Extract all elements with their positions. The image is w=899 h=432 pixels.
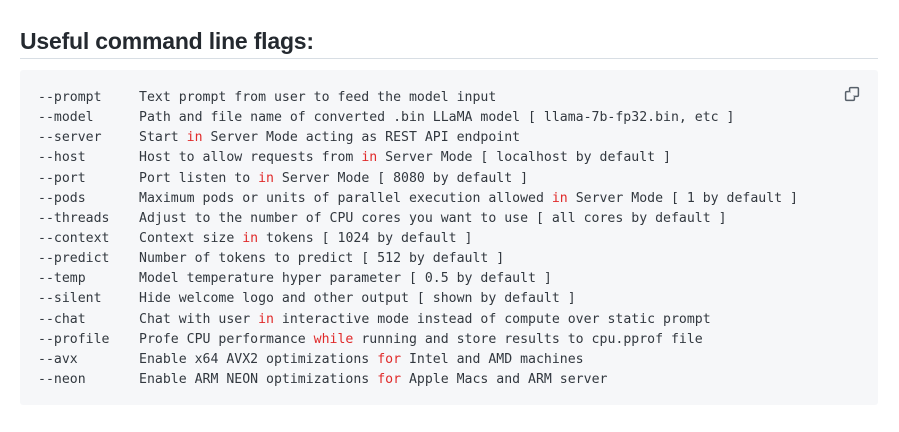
- code-line: --model Path and file name of converted .…: [38, 108, 878, 128]
- code-line: --port Port listen to in Server Mode [ 80…: [38, 169, 878, 189]
- code-line: --silent Hide welcome logo and other outp…: [38, 289, 878, 309]
- page-title: Useful command line flags:: [20, 28, 314, 55]
- flag-name: --host: [38, 150, 86, 166]
- code-block: --prompt Text prompt from user to feed th…: [20, 70, 878, 405]
- code-line: --server Start in Server Mode acting as R…: [38, 128, 878, 148]
- code-line: --threads Adjust to the number of CPU cor…: [38, 209, 878, 229]
- flag-name: --avx: [38, 351, 78, 367]
- keyword-token: for: [377, 351, 402, 367]
- flag-description: Path and file name of converted .bin LLa…: [139, 110, 735, 126]
- flag-description: Profe CPU performance: [139, 331, 314, 347]
- flag-name: --prompt: [38, 90, 102, 105]
- keyword-token: in: [186, 130, 203, 146]
- flag-name: --context: [38, 230, 110, 246]
- flag-name: --temp: [38, 271, 86, 287]
- flag-description: Maximum pods or units of parallel execut…: [139, 190, 552, 206]
- flag-description: Apple Macs and ARM server: [401, 371, 608, 387]
- flag-name: --port: [38, 170, 86, 186]
- keyword-token: in: [361, 150, 378, 166]
- keyword-token: for: [377, 371, 402, 387]
- flag-description: Intel and AMD machines: [401, 351, 584, 367]
- code-line: --context Context size in tokens [ 1024 b…: [38, 229, 878, 249]
- flag-description: Enable x64 AVX2 optimizations: [139, 351, 378, 367]
- flag-name: --silent: [38, 291, 102, 307]
- flag-name: --server: [38, 130, 102, 146]
- code-lines: --prompt Text prompt from user to feed th…: [38, 88, 878, 390]
- flag-name: --threads: [38, 210, 110, 226]
- flag-name: --pods: [38, 190, 86, 206]
- keyword-token: in: [551, 190, 568, 206]
- title-divider: [20, 58, 878, 59]
- flag-description: tokens [ 1024 by default ]: [258, 230, 473, 246]
- keyword-token: while: [313, 331, 354, 347]
- flag-description: Port listen to: [139, 170, 259, 186]
- flag-description: interactive mode instead of compute over…: [273, 311, 711, 327]
- flag-description: Context size: [139, 230, 243, 246]
- flag-description: Server Mode [ localhost by default ]: [377, 150, 671, 166]
- flag-name: --chat: [38, 311, 86, 327]
- flag-description: Chat with user: [139, 311, 259, 327]
- flag-description: Hide welcome logo and other output [ sho…: [139, 291, 576, 307]
- code-line: --temp Model temperature hyper parameter …: [38, 269, 878, 289]
- flag-description: Number of tokens to predict [ 512 by def…: [139, 251, 505, 267]
- flag-description: Server Mode [ 1 by default ]: [567, 190, 798, 206]
- flag-description: Model temperature hyper parameter [ 0.5 …: [139, 271, 552, 287]
- code-line: --predict Number of tokens to predict [ 5…: [38, 249, 878, 269]
- flag-description: Enable ARM NEON optimizations: [139, 371, 378, 387]
- copy-icon-glyph: [844, 86, 860, 102]
- flag-description: Server Mode [ 8080 by default ]: [273, 170, 529, 186]
- code-line: --chat Chat with user in interactive mode…: [38, 310, 878, 330]
- flag-description: Text prompt from user to feed the model …: [139, 90, 497, 105]
- flag-name: --predict: [38, 251, 110, 267]
- flag-description: running and store results to cpu.pprof f…: [353, 331, 703, 347]
- code-line: --profile Profe CPU performance while run…: [38, 330, 878, 350]
- copy-icon[interactable]: [840, 82, 864, 106]
- flag-name: --model: [38, 110, 94, 126]
- flag-description: Adjust to the number of CPU cores you wa…: [139, 210, 727, 226]
- keyword-token: in: [242, 230, 259, 246]
- code-content: --prompt Text prompt from user to feed th…: [20, 70, 878, 390]
- flag-name: --profile: [38, 331, 110, 347]
- keyword-token: in: [258, 170, 274, 186]
- code-line: --prompt Text prompt from user to feed th…: [38, 88, 878, 108]
- flag-name: --neon: [38, 371, 86, 387]
- code-line: --avx Enable x64 AVX2 optimizations for I…: [38, 350, 878, 370]
- keyword-token: in: [258, 311, 274, 327]
- flag-description: Host to allow requests from: [139, 150, 362, 166]
- flag-description: Start: [139, 130, 187, 146]
- flag-description: Server Mode acting as REST API endpoint: [202, 130, 521, 146]
- code-line: --pods Maximum pods or units of parallel …: [38, 189, 878, 209]
- code-line: --host Host to allow requests from in Ser…: [38, 148, 878, 168]
